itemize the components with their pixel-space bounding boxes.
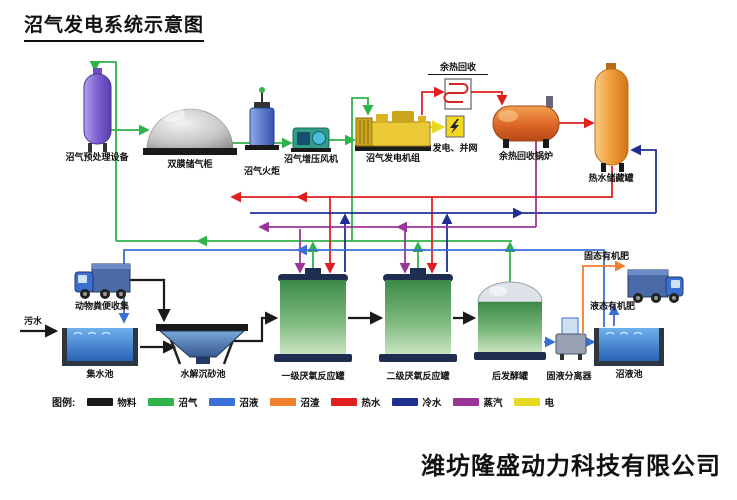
label-solid-fertilizer: 固态有机肥 — [584, 251, 630, 261]
company-name: 潍坊隆盛动力科技有限公司 — [421, 453, 721, 480]
label-post-fermenter: 后发酵罐 — [491, 371, 528, 381]
label-pretreatment: 沼气预处理设备 — [65, 152, 129, 162]
legend-item-material: 物料 — [87, 395, 136, 409]
legend-title: 图例: — [52, 398, 76, 409]
grid-connection-box — [445, 115, 465, 138]
legend-swatch-residue — [270, 397, 297, 406]
hot-water-storage-tank — [594, 63, 629, 172]
label-grid: 发电、并网 — [432, 143, 478, 153]
label-manure-collection: 动物粪便收集 — [74, 301, 129, 311]
legend-label-biogas: 沼气 — [178, 397, 198, 409]
label-hot-water-tank: 热水储藏罐 — [588, 173, 634, 183]
legend-swatch-steam — [453, 397, 480, 406]
secondary-anaerobic-reactor — [379, 268, 457, 362]
label-generator: 沼气发电机组 — [365, 153, 420, 163]
label-secondary-reactor: 二级厌氧反应罐 — [386, 371, 450, 381]
fertilizer-truck — [627, 269, 684, 303]
hot-water-lines — [230, 86, 613, 274]
legend-item-steam: 蒸汽 — [453, 395, 502, 409]
legend-item-slurry: 沼液 — [209, 395, 258, 409]
pretreatment-tank — [83, 68, 112, 152]
legend-item-biogas: 沼气 — [148, 395, 197, 409]
collection-pool — [62, 328, 138, 366]
legend-item-cold-water: 冷水 — [392, 395, 441, 409]
legend-label-electricity: 电 — [544, 397, 554, 409]
page-title: 沼气发电系统示意图 — [24, 10, 205, 42]
legend-item-hot-water: 热水 — [331, 395, 380, 409]
label-primary-reactor: 一级厌氧反应罐 — [281, 371, 345, 381]
legend-label-hot-water: 热水 — [361, 397, 381, 409]
legend-item-electricity: 电 — [514, 395, 554, 409]
heat-recovery-coil — [443, 78, 472, 110]
legend-label-residue: 沼渣 — [300, 397, 320, 409]
legend-label-material: 物料 — [117, 397, 137, 409]
gas-storage-dome — [143, 106, 237, 155]
label-gas-storage: 双膜储气柜 — [167, 159, 213, 169]
residue-lines — [582, 260, 626, 333]
legend-swatch-slurry — [209, 397, 236, 406]
hydrolysis-tank — [156, 324, 248, 365]
legend-label-slurry: 沼液 — [239, 397, 259, 409]
generator-set — [355, 111, 431, 151]
cold-water-lines — [250, 144, 657, 272]
label-separator: 固液分离器 — [546, 371, 592, 381]
solid-liquid-separator — [555, 317, 587, 360]
lightning-icon — [450, 119, 459, 134]
legend: 图例: 物料 沼气 沼液 沼渣 热水 冷水 蒸汽 — [52, 394, 554, 409]
label-collection-pool: 集水池 — [86, 369, 114, 379]
manure-truck — [74, 263, 131, 299]
label-heat-recovery: 余热回收 — [428, 62, 488, 75]
slurry-pool — [594, 328, 664, 366]
material-lines — [20, 278, 477, 354]
heat-recovery-boiler — [492, 96, 560, 148]
post-fermenter-tank — [474, 281, 546, 360]
label-heat-boiler: 余热回收锅炉 — [498, 151, 553, 161]
label-slurry-pool: 沼液池 — [615, 369, 643, 379]
legend-swatch-electricity — [514, 397, 541, 406]
legend-item-residue: 沼渣 — [270, 395, 319, 409]
legend-swatch-biogas — [148, 397, 175, 406]
label-hydrolysis-pool: 水解沉砂池 — [180, 369, 226, 379]
booster-fan — [291, 127, 331, 152]
legend-label-steam: 蒸汽 — [483, 397, 503, 409]
primary-anaerobic-reactor — [274, 268, 352, 362]
flare-tower — [245, 87, 279, 150]
label-flare: 沼气火炬 — [243, 166, 280, 176]
legend-swatch-hot-water — [331, 397, 358, 406]
label-liquid-fertilizer: 液态有机肥 — [590, 301, 636, 311]
legend-swatch-cold-water — [392, 397, 419, 406]
legend-label-cold-water: 冷水 — [422, 397, 442, 409]
label-booster-fan: 沼气增压风机 — [283, 154, 338, 164]
label-sewage: 污水 — [24, 316, 43, 326]
legend-swatch-material — [87, 397, 114, 406]
